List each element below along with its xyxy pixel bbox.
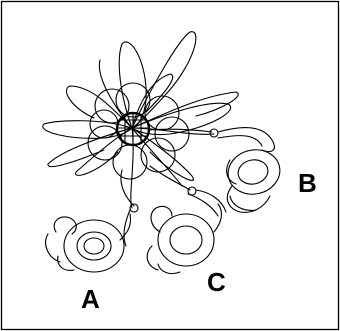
unit-a [46,210,131,272]
label-a: A [81,284,100,314]
label-b: B [298,168,317,198]
unit-c [147,190,226,274]
unit-b [218,128,284,213]
label-c: C [207,267,226,297]
